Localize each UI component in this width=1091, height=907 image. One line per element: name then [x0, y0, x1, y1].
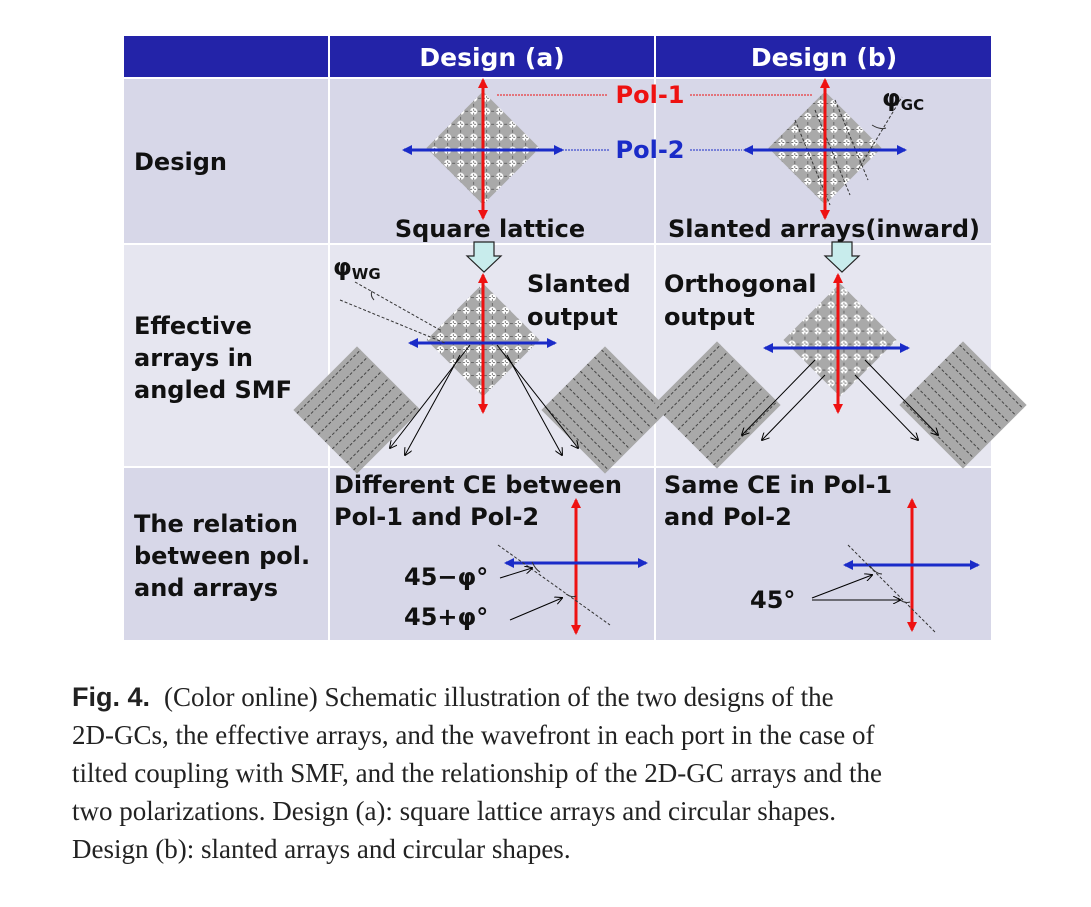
- relation-b-text-2: and Pol-2: [664, 503, 792, 531]
- angle-45-label: 45°: [750, 586, 795, 614]
- row-label-effective-1: Effective: [134, 312, 252, 340]
- label-slanted-arrays: Slanted arrays(inward): [668, 215, 980, 243]
- table-gridlines: [124, 36, 991, 640]
- relation-a-text-1: Different CE between: [334, 471, 622, 499]
- phi-wg-line-2: [339, 299, 446, 344]
- header-row: [124, 36, 991, 78]
- phi-gc-label: φGC: [882, 84, 924, 114]
- orthogonal-output-1: Orthogonal: [664, 270, 816, 298]
- phi-gc-line: [857, 96, 903, 171]
- caption-fig-label: Fig. 4.: [72, 682, 151, 712]
- relation-b-diagonal: [847, 544, 936, 633]
- relation-a-arc-plus: [565, 593, 577, 598]
- slanted-output-1: Slanted: [527, 270, 631, 298]
- angle-minus-label: 45−φ°: [404, 563, 488, 591]
- header-design-a: Design (a): [419, 43, 564, 72]
- row-label-effective-2: arrays in: [134, 344, 253, 372]
- caption-line-3: tilted coupling with SMF, and the relati…: [72, 758, 882, 788]
- phi-wg-line-1: [354, 281, 441, 331]
- caption-line-1-text: (Color online) Schematic illustration of…: [164, 682, 834, 712]
- relation-a-text-2: Pol-1 and Pol-2: [334, 503, 539, 531]
- header-design-b: Design (b): [751, 43, 897, 72]
- output-rays-a: [390, 344, 578, 455]
- row-label-relation-1: The relation: [134, 510, 298, 538]
- row-label-relation-2: between pol.: [134, 542, 310, 570]
- relation-a-diagonal: [497, 544, 611, 626]
- caption-line-5: Design (b): slanted arrays and circular …: [72, 834, 571, 864]
- row-relation-bg: [124, 467, 991, 640]
- relation-b-text-1: Same CE in Pol-1: [664, 471, 892, 499]
- schematic-table: Design (a) Design (b) Design Effective a…: [124, 36, 1027, 640]
- caption-line-2: 2D-GCs, the effective arrays, and the wa…: [72, 720, 875, 750]
- caption-line-4: two polarizations. Design (a): square la…: [72, 796, 836, 826]
- down-arrow-b: [823, 241, 861, 273]
- slanted-output-2: output: [527, 303, 618, 331]
- row-label-relation-3: and arrays: [134, 574, 278, 602]
- output-rays-b: [742, 359, 938, 440]
- relation-b-pointer-1: [811, 575, 872, 599]
- down-arrow-a: [465, 241, 503, 273]
- angle-plus-label: 45+φ°: [404, 603, 488, 631]
- phi-wg-label: φWG: [333, 253, 381, 283]
- relation-a-pointer-plus: [509, 598, 562, 621]
- relation-a-arc-minus: [531, 561, 541, 573]
- label-square-lattice: Square lattice: [395, 215, 585, 243]
- figure-caption: Fig. 4. (Color online) Schematic illustra…: [72, 678, 1062, 868]
- relation-a-pointer-minus: [499, 568, 532, 579]
- pol1-label: Pol-1: [616, 81, 685, 109]
- phi-wg-glyph: φ: [333, 253, 352, 281]
- row-label-design: Design: [134, 148, 227, 176]
- phi-gc-arc: [871, 124, 887, 130]
- relation-b-arc-1: [869, 565, 883, 575]
- phi-gc-glyph: φ: [882, 84, 901, 112]
- caption-line-1: Fig. 4. (Color online) Schematic illustra…: [72, 678, 1062, 716]
- row-label-effective-3: angled SMF: [134, 376, 292, 404]
- orthogonal-output-2: output: [664, 303, 755, 331]
- pol2-label: Pol-2: [616, 136, 685, 164]
- phi-wg-arc: [370, 290, 375, 301]
